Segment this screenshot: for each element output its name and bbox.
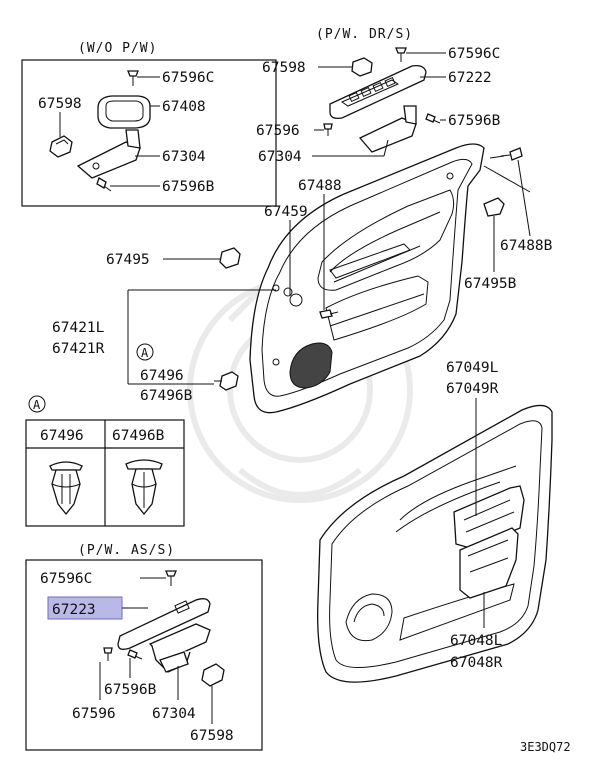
part-67598-knob-as bbox=[201, 663, 225, 687]
callout-a-table: A bbox=[28, 395, 46, 413]
label-67304-wo: 67304 bbox=[162, 149, 206, 165]
label-67421r: 67421R bbox=[52, 341, 105, 357]
part-67304-bracket-as bbox=[148, 623, 211, 673]
screw-67596-as bbox=[103, 647, 113, 661]
group-title-pw-as: (P/W. AS/S) bbox=[78, 543, 175, 558]
label-67598-wo: 67598 bbox=[38, 96, 82, 112]
part-67222-switch-panel bbox=[329, 64, 427, 120]
label-67598-as: 67598 bbox=[190, 728, 234, 744]
label-67596c-as: 67596C bbox=[40, 571, 92, 587]
label-67596c-wo: 67596C bbox=[162, 70, 214, 86]
label-67596c-dr: 67596C bbox=[448, 46, 500, 62]
part-67223-switch-panel bbox=[117, 598, 211, 650]
part-67304-bracket-wo bbox=[76, 129, 141, 179]
group-pw-dr: (P/W. DR/S) 67596C 67598 67222 bbox=[256, 27, 501, 165]
label-67488: 67488 bbox=[298, 178, 342, 194]
door-trim-67421 bbox=[249, 143, 485, 414]
label-67495b: 67495B bbox=[464, 276, 517, 292]
screw-67596c-dr bbox=[395, 47, 407, 62]
part-67408-cup bbox=[97, 95, 151, 129]
screw-67596-dr bbox=[323, 123, 333, 136]
screw-67596b-as bbox=[127, 649, 143, 660]
door-trim-lower bbox=[317, 404, 553, 683]
part-67304-bracket-dr bbox=[358, 105, 417, 153]
label-67598-dr: 67598 bbox=[262, 60, 306, 76]
label-67049l: 67049L bbox=[446, 360, 499, 376]
screw-67596b-wo bbox=[96, 177, 112, 192]
diagram-code: 3E3DQ72 bbox=[520, 740, 571, 754]
label-67596-dr: 67596 bbox=[256, 123, 300, 139]
clip-67495 bbox=[219, 247, 241, 269]
screw-67488 bbox=[319, 309, 339, 319]
label-67048l: 67048L bbox=[450, 633, 503, 649]
screw-67596c-as bbox=[165, 570, 177, 586]
table-header-67496b: 67496B bbox=[112, 428, 165, 444]
label-67596b-wo: 67596B bbox=[162, 179, 215, 195]
label-67488b: 67488B bbox=[500, 238, 553, 254]
label-67408-wo: 67408 bbox=[162, 99, 206, 115]
label-67222-dr: 67222 bbox=[448, 70, 492, 86]
part-67598-knob-wo bbox=[49, 135, 73, 158]
clip-table: A 67496 67496B bbox=[25, 395, 185, 527]
clip-67495b bbox=[483, 197, 505, 217]
label-67049r: 67049R bbox=[446, 381, 499, 397]
group-title-wo-pw: (W/O P/W) bbox=[78, 41, 157, 56]
group-title-pw-dr: (P/W. DR/S) bbox=[316, 27, 413, 42]
clip-67496-detail bbox=[49, 461, 83, 516]
clip-67496 bbox=[214, 371, 239, 391]
group-wo-pw: (W/O P/W) 67596C 67408 67304 675 bbox=[21, 41, 277, 207]
label-67304-dr: 67304 bbox=[258, 149, 302, 165]
part-67048 bbox=[459, 527, 519, 599]
callout-a-marker: A bbox=[136, 343, 154, 361]
label-67223[interactable]: 67223 bbox=[52, 602, 96, 618]
label-67596b-as: 67596B bbox=[104, 682, 157, 698]
label-67496: 67496 bbox=[140, 368, 184, 384]
screw-67596c-wo bbox=[127, 70, 139, 86]
label-67048r: 67048R bbox=[450, 655, 503, 671]
part-67598-knob-dr bbox=[351, 57, 373, 77]
label-67496b: 67496B bbox=[140, 388, 193, 404]
label-67596-as: 67596 bbox=[72, 706, 116, 722]
svg-text:A: A bbox=[33, 398, 41, 412]
group-box-wo-pw bbox=[21, 59, 277, 207]
label-67421l: 67421L bbox=[52, 320, 105, 336]
group-pw-as: (P/W. AS/S) 67596C 67223 67304 bbox=[25, 543, 263, 751]
label-67596b-dr: 67596B bbox=[448, 113, 501, 129]
label-67495: 67495 bbox=[106, 252, 150, 268]
clip-67496b-detail bbox=[125, 459, 163, 516]
group-box-pw-as bbox=[25, 559, 263, 751]
label-67459: 67459 bbox=[264, 204, 308, 220]
screw-67488b bbox=[500, 147, 523, 161]
screw-67596b-dr bbox=[425, 113, 441, 124]
label-67304-as: 67304 bbox=[152, 706, 196, 722]
table-header-67496: 67496 bbox=[40, 428, 84, 444]
svg-text:A: A bbox=[141, 346, 149, 360]
